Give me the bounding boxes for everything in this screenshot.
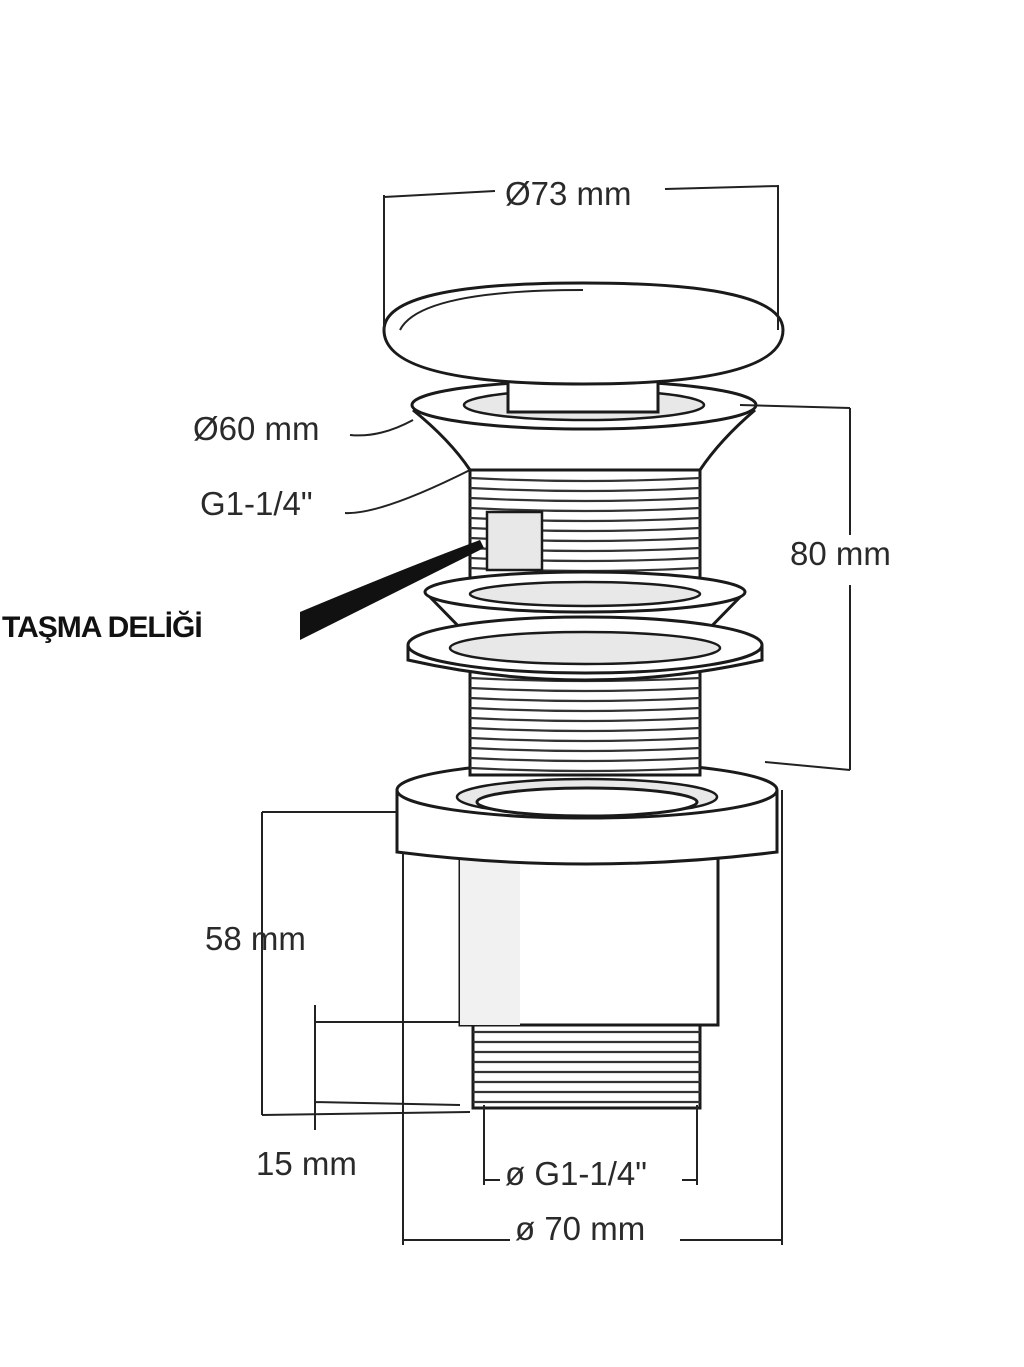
overflow-hole-label: TAŞMA DELİĞİ bbox=[2, 610, 202, 644]
flat-washer bbox=[406, 615, 764, 682]
cap bbox=[382, 281, 785, 414]
overflow-pointer bbox=[300, 540, 484, 640]
base-diameter-label: ø 70 mm bbox=[515, 1210, 645, 1247]
overflow-hole bbox=[485, 510, 544, 572]
cap-diameter-label: Ø73 mm bbox=[505, 175, 632, 212]
lower-body bbox=[395, 760, 779, 1110]
thread-length-label: 15 mm bbox=[256, 1145, 357, 1182]
flange-diameter-label: Ø60 mm bbox=[193, 410, 320, 447]
upper-thread-label: G1-1/4" bbox=[200, 485, 313, 522]
upper-length-label: 80 mm bbox=[790, 535, 891, 572]
lower-height-label: 58 mm bbox=[205, 920, 306, 957]
lower-thread-label: ø G1-1/4" bbox=[505, 1155, 647, 1192]
dimension-lines bbox=[261, 185, 851, 1245]
